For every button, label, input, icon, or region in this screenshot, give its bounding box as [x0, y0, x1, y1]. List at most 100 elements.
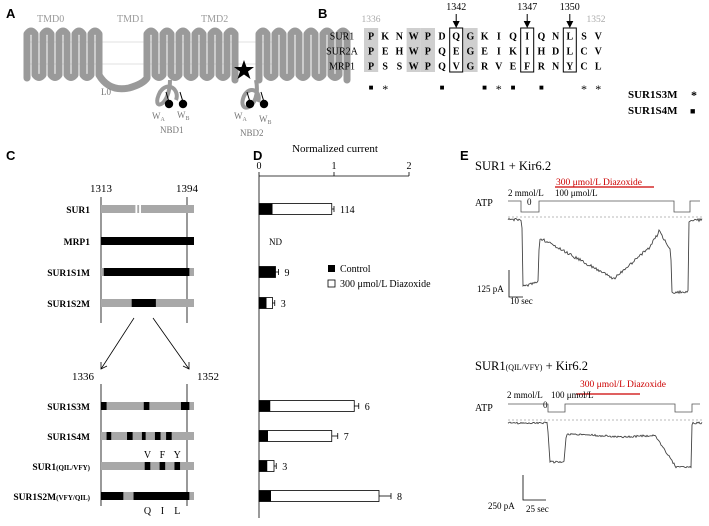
residue: Q	[509, 32, 517, 43]
construct-segment	[103, 268, 190, 276]
residue: V	[453, 62, 461, 73]
mutation-mark: *	[595, 82, 601, 96]
legend-s4-symbol: ■	[690, 106, 695, 116]
conserved-column-shade	[406, 28, 421, 72]
residue: S	[382, 62, 388, 73]
residue: L	[566, 47, 573, 58]
current-traces: SUR1 + Kir6.2 300 μmol/L Diazoxide 2 mmo…	[475, 159, 703, 514]
residue: E	[481, 47, 488, 58]
legend-s3-label: SUR1S3M	[628, 89, 678, 101]
residue: G	[467, 47, 475, 58]
trace2-diazoxide-label: 300 μmol/L Diazoxide	[580, 380, 666, 390]
residue: N	[552, 62, 560, 73]
conserved-column-shade	[463, 28, 478, 72]
trace2-scale-time: 25 sec	[526, 504, 549, 514]
residue: E	[510, 62, 517, 73]
tmd2-label: TMD2	[201, 14, 228, 25]
residue: K	[481, 32, 489, 43]
construct-bar	[101, 237, 194, 245]
panel-label-c: C	[6, 148, 16, 163]
residue: W	[409, 47, 419, 58]
l0-label: L0	[101, 87, 111, 97]
x-tick-label: 2	[407, 161, 412, 172]
star-icon	[234, 60, 254, 79]
residue: W	[409, 32, 419, 43]
construct-segment	[143, 402, 150, 410]
residue: G	[467, 62, 475, 73]
construct-segment	[135, 205, 138, 213]
nbd2-label: NBD2	[240, 128, 264, 138]
construct-segment	[141, 432, 146, 440]
pos-1352-label: 1352	[197, 371, 219, 383]
construct-name: SUR1S3M	[47, 403, 90, 413]
mutation-mark: ■	[539, 83, 544, 92]
helix-chain	[23, 27, 351, 93]
mutation-letter: L	[174, 506, 180, 517]
residue: K	[381, 32, 389, 43]
wa1-label: WA	[152, 111, 166, 123]
residue: P	[368, 47, 374, 58]
position-arrow-label: 1342	[446, 2, 466, 13]
mutation-letter: F	[160, 450, 166, 461]
mutation-mark: ■	[482, 83, 487, 92]
construct-segment	[127, 432, 133, 440]
residue: H	[538, 47, 546, 58]
construct-name: MRP1	[64, 238, 91, 248]
residue: N	[552, 32, 560, 43]
bar-control	[259, 490, 271, 502]
residue: R	[538, 62, 546, 73]
n-label: 8	[397, 492, 402, 503]
trace1-0-label: 0	[527, 197, 532, 207]
bar-control	[259, 430, 268, 442]
construct-name: SUR1(QIL/VFY)	[32, 463, 90, 473]
construct-segment	[101, 492, 124, 500]
residue: G	[467, 32, 475, 43]
residue: I	[497, 47, 501, 58]
conserved-column-shade	[364, 28, 379, 72]
trace2-atp-protocol	[508, 403, 700, 413]
residue: E	[453, 47, 460, 58]
trace1-title: SUR1 + Kir6.2	[475, 159, 551, 173]
mutation-letter: I	[161, 506, 164, 517]
residue: C	[580, 47, 587, 58]
legend-diazoxide-label: 300 μmol/L Diazoxide	[340, 279, 431, 290]
residue: C	[580, 62, 587, 73]
construct-segment	[101, 402, 107, 410]
nbd1-loop	[155, 79, 179, 107]
wa2-label: WA	[234, 111, 248, 123]
position-arrow-label: 1350	[560, 2, 580, 13]
trace1-scale-time: 10 sec	[510, 296, 533, 306]
trace2-title: SUR1(QIL/VFY) + Kir6.2	[475, 359, 588, 373]
construct-name: SUR1S2M(VFY/QIL)	[13, 493, 90, 503]
construct-segment	[180, 402, 190, 410]
construct-segment	[106, 432, 112, 440]
bar-control	[259, 266, 276, 278]
pos-start-label: 1336	[362, 15, 381, 25]
residue: F	[524, 62, 530, 73]
position-arrow-label: 1347	[517, 2, 537, 13]
mutation-letter: V	[144, 450, 152, 461]
trace1-scale-current: 125 pA	[477, 284, 504, 294]
trace1-atp-protocol	[508, 200, 700, 213]
residue: I	[525, 47, 529, 58]
zoom-arrow-left	[100, 317, 135, 370]
bar-diazoxide	[258, 430, 333, 442]
panel-label-a: A	[6, 6, 16, 21]
pos-1313-label: 1313	[90, 183, 113, 195]
pos-1336-label: 1336	[72, 371, 95, 383]
zoom-arrow-right	[152, 317, 190, 370]
construct-segment	[174, 462, 181, 470]
residue: Q	[438, 47, 446, 58]
nd-label: ND	[269, 237, 282, 247]
construct-name: SUR1S2M	[47, 300, 90, 310]
residue: D	[552, 47, 559, 58]
bar-control	[259, 460, 268, 472]
residue: H	[396, 47, 404, 58]
bar-diazoxide	[258, 490, 380, 502]
n-label: 3	[282, 462, 287, 473]
construct-segment	[144, 462, 151, 470]
residue: L	[566, 32, 573, 43]
trace1-scale-bar	[508, 270, 523, 298]
